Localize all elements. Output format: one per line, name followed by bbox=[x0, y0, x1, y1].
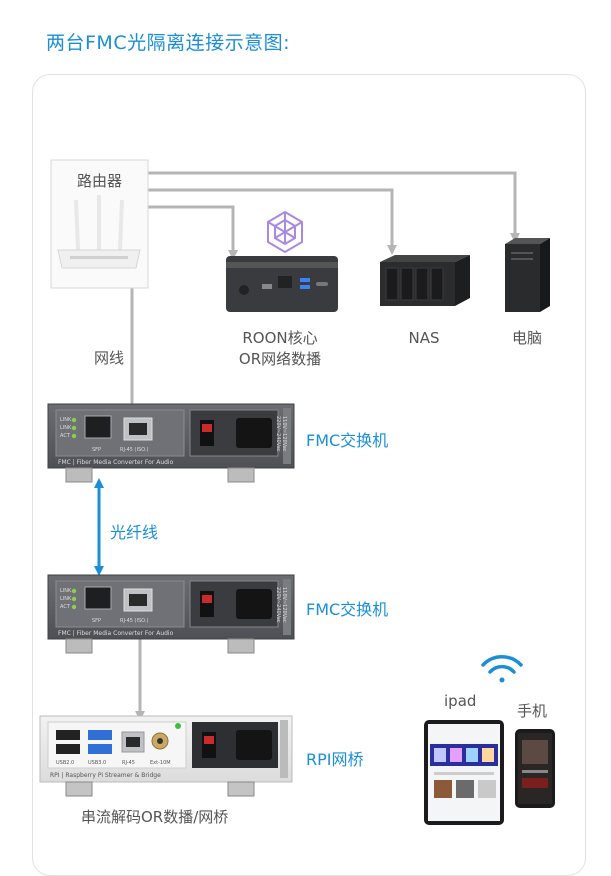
roon-label: ROON核心 OR网络数播 bbox=[239, 328, 321, 370]
fmc-bottom-led-label-1: LINK bbox=[60, 588, 72, 594]
router-to-pc-line bbox=[148, 171, 520, 243]
fmc-top-voltage-2: 220V~240Vac bbox=[275, 416, 281, 452]
phone-label: 手机 bbox=[517, 702, 548, 720]
router-to-nas-line bbox=[148, 188, 397, 255]
fmc-bottom-led-label-2: LINK bbox=[60, 596, 72, 602]
fmc-top-port-label-sfp: SFP bbox=[92, 447, 101, 453]
router-to-roon-line bbox=[148, 205, 238, 260]
phone-device-icon bbox=[515, 729, 555, 808]
fmc-top-device bbox=[47, 403, 295, 483]
fmc-bottom-port-label-rj45: RJ-45 (ISO.) bbox=[120, 618, 148, 624]
fiber-cable-label: 光纤线 bbox=[110, 523, 159, 542]
ipad-device-icon bbox=[424, 720, 504, 825]
rpi-caption: 串流解码OR数播/网桥 bbox=[81, 808, 229, 826]
rpi-bridge-device bbox=[39, 715, 293, 797]
fmc-bottom-port-label-sfp: SFP bbox=[92, 618, 101, 624]
rpi-port-label-rj45: RJ-45 bbox=[122, 760, 135, 766]
wifi-icon bbox=[481, 655, 523, 683]
roon-logo-icon bbox=[267, 210, 303, 254]
fmc-bottom-device bbox=[47, 574, 295, 654]
nas-label: NAS bbox=[408, 329, 440, 347]
fmc-top-footer: FMC | Fiber Media Converter For Audio bbox=[58, 459, 174, 466]
fmc-bottom-footer: FMC | Fiber Media Converter For Audio bbox=[58, 630, 174, 637]
fmc-top-label: FMC交换机 bbox=[306, 431, 389, 450]
page-title: 两台FMC光隔离连接示意图: bbox=[46, 32, 290, 54]
router-label: 路由器 bbox=[77, 172, 123, 190]
fmc-top-led-label-2: LINK bbox=[60, 425, 72, 431]
rpi-port-label-usb3: USB3.0 bbox=[88, 760, 106, 766]
ethernet-cable-label: 网线 bbox=[94, 349, 125, 367]
rpi-footer: RPI | Raspberry Pi Streamer & Bridge bbox=[50, 772, 161, 779]
nas-device-icon bbox=[380, 255, 470, 306]
fmc-bottom-voltage-2: 220V~240Vac bbox=[275, 587, 281, 623]
fmc-bottom-led-label-3: ACT bbox=[60, 604, 71, 610]
fmc-bottom-label: FMC交换机 bbox=[306, 600, 389, 619]
fmc-top-voltage-1: 110V~120Vac bbox=[281, 416, 287, 452]
fmc-top-led-label-3: ACT bbox=[60, 433, 71, 439]
fmc-top-port-label-rj45: RJ-45 (ISO.) bbox=[120, 447, 148, 453]
pc-tower-icon bbox=[505, 238, 550, 312]
pc-label: 电脑 bbox=[511, 329, 543, 347]
roon-core-device-icon bbox=[226, 256, 338, 312]
router-icon bbox=[50, 159, 149, 289]
rpi-label: RPI网桥 bbox=[306, 750, 364, 769]
ethernet-lines bbox=[130, 171, 520, 721]
ipad-label: ipad bbox=[444, 692, 477, 710]
fmc-top-led-label-1: LINK bbox=[60, 417, 72, 423]
roon-label-line2: OR网络数播 bbox=[238, 350, 322, 368]
roon-label-line1: ROON核心 bbox=[242, 329, 318, 347]
rpi-port-label-usb2: USB2.0 bbox=[56, 760, 74, 766]
rpi-port-label-ext: Ext-10M bbox=[150, 760, 171, 766]
fmc-bottom-voltage-1: 110V~120Vac bbox=[281, 587, 287, 623]
